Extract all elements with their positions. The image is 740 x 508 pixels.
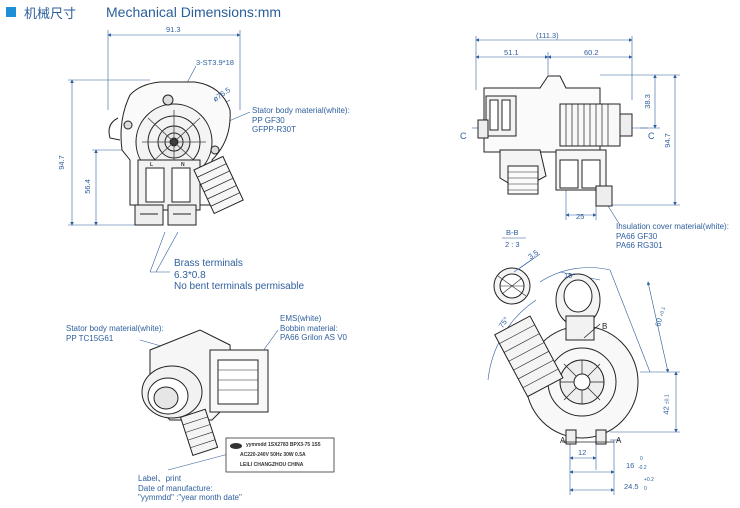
section-a-left: A xyxy=(560,436,566,445)
label-plate-line-1: yymmdd 1SX2783 BPX3-75 1S5 xyxy=(246,442,321,448)
screw-spec-dim: 3-ST3.9*18 xyxy=(196,58,234,67)
section-c-right: C xyxy=(648,131,655,141)
terminal-mark-l: L xyxy=(150,162,154,168)
label-plate-line-2: AC220-240V 50Hz 30W 0.5A xyxy=(240,452,306,458)
front-lower-dim: 56.4 xyxy=(82,179,92,194)
side-left-dim: 51.1 xyxy=(504,48,519,57)
dim-16-tol: 0 xyxy=(640,456,643,462)
section-c-left: C xyxy=(460,131,467,141)
dim-12: 12 xyxy=(578,448,587,457)
side-height-dim: 94.7 xyxy=(662,133,672,148)
iso-view xyxy=(139,329,335,473)
section-b: B xyxy=(602,322,608,331)
stator-note-front: Stator body material(white): PP GF30 GFP… xyxy=(252,106,350,134)
page-header: 机械尺寸 Mechanical Dimensions:mm xyxy=(6,2,281,22)
top-view xyxy=(487,267,680,495)
dim-24-tol2: 0 xyxy=(644,486,647,492)
dim-16: 16 xyxy=(626,461,635,470)
detail-bb-scale: 2 : 3 xyxy=(505,240,520,249)
side-view xyxy=(472,36,680,226)
title-english: Mechanical Dimensions:mm xyxy=(106,4,282,20)
dim-16-tol2: -0.2 xyxy=(638,465,647,471)
side-overall-dim: (111.3) xyxy=(536,31,559,40)
dim-24: 24.5 xyxy=(624,482,639,491)
side-upper-dim: 38.3 xyxy=(642,94,652,109)
stator-note-iso: Stator body material(white): PP TC15G61 xyxy=(66,324,164,343)
dim-42: 42 ±0.1 xyxy=(661,394,671,415)
side-right-dim: 60.2 xyxy=(584,48,599,57)
insulation-note: Insulation cover material(white): PA66 G… xyxy=(616,222,729,250)
front-width-dim: 91.3 xyxy=(166,25,181,34)
side-bottom-dim: 25 xyxy=(576,212,585,221)
title-chinese: 机械尺寸 xyxy=(24,6,77,22)
angle-15-dim: 15° xyxy=(564,271,576,280)
header-square-icon xyxy=(6,7,16,17)
front-height-dim: 94.7 xyxy=(56,155,66,170)
dim-24-tol: +0.2 xyxy=(644,477,654,483)
front-view xyxy=(68,30,251,273)
label-note: Label、print Date of manufacture: "yymmdd… xyxy=(138,474,242,502)
terminal-mark-n: N xyxy=(181,162,185,168)
detail-bb xyxy=(493,237,541,305)
section-a-right: A xyxy=(616,436,622,445)
label-plate-line-3: LEILI CHANGZHOU CHINA xyxy=(240,462,304,468)
detail-bb-label: B-B xyxy=(506,228,519,237)
terminal-note: Brass terminals 6.3*0.8 No bent terminal… xyxy=(174,258,305,292)
ems-note: EMS(white) Bobbin material: PA66 Grilon … xyxy=(280,314,347,342)
